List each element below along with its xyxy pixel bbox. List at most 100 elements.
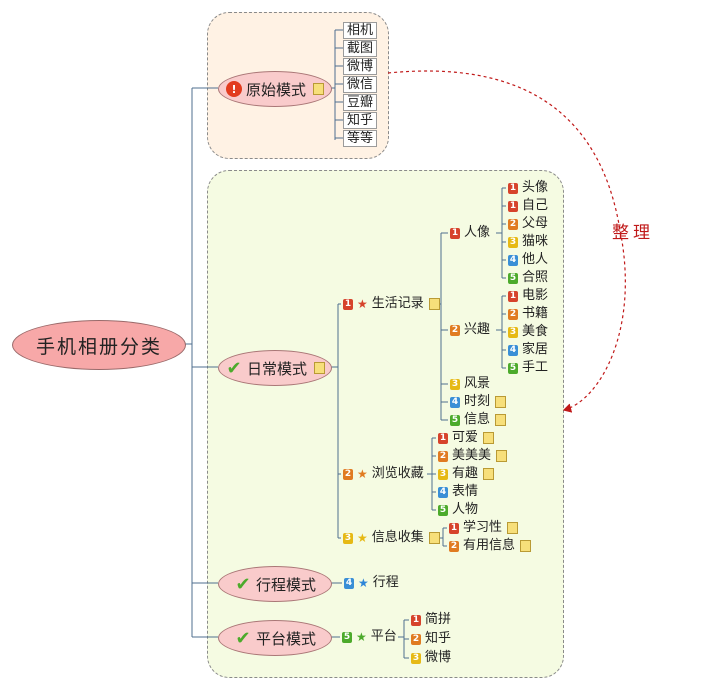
node-platform[interactable]: 5 ★ 平台 bbox=[340, 629, 399, 645]
priority-icon: 4 bbox=[508, 254, 518, 266]
node-label: 时刻 bbox=[464, 394, 491, 409]
node-label: 美食 bbox=[522, 324, 549, 339]
list-item[interactable]: 4 时刻 bbox=[448, 394, 508, 410]
note-icon bbox=[507, 522, 519, 534]
topic-platform[interactable]: ✔ 平台模式 bbox=[218, 620, 332, 656]
priority-icon: 2 bbox=[508, 218, 518, 230]
node-life-record[interactable]: 1 ★ 生活记录 bbox=[341, 296, 442, 312]
node-label: 信息 bbox=[464, 412, 491, 427]
list-item[interactable]: 5 合照 bbox=[506, 270, 550, 286]
priority-icon: 3 bbox=[343, 532, 353, 544]
node-label: 有趣 bbox=[452, 466, 479, 481]
topic-trip-label: 行程模式 bbox=[255, 575, 316, 594]
note-icon bbox=[520, 540, 532, 552]
list-item[interactable]: 4 他人 bbox=[506, 252, 550, 268]
priority-icon: 1 bbox=[449, 522, 459, 534]
node-label: 书籍 bbox=[522, 306, 549, 321]
topic-original[interactable]: ! 原始模式 bbox=[218, 71, 332, 107]
priority-icon: 3 bbox=[438, 468, 448, 480]
list-item[interactable]: 2 书籍 bbox=[506, 306, 550, 322]
list-item[interactable]: 1 简拼 bbox=[409, 612, 453, 628]
node-label: 家居 bbox=[522, 342, 549, 357]
star-icon: ★ bbox=[357, 467, 368, 481]
star-icon: ★ bbox=[358, 576, 369, 590]
node-label: 平台 bbox=[370, 629, 397, 644]
list-item[interactable]: 4 家居 bbox=[506, 342, 550, 358]
priority-icon: 2 bbox=[450, 324, 460, 336]
node-label: 父母 bbox=[522, 216, 549, 231]
star-icon: ★ bbox=[356, 630, 367, 644]
check-icon: ✔ bbox=[235, 627, 251, 649]
node-label: 合照 bbox=[522, 270, 549, 285]
priority-icon: 3 bbox=[450, 378, 460, 390]
priority-icon: 2 bbox=[411, 633, 421, 645]
original-item[interactable]: 知乎 bbox=[343, 112, 378, 129]
check-icon: ✔ bbox=[226, 357, 242, 379]
original-item[interactable]: 相机 bbox=[343, 22, 378, 39]
node-label: 简拼 bbox=[425, 612, 452, 627]
original-item[interactable]: 微博 bbox=[343, 58, 378, 75]
node-interest[interactable]: 2 兴趣 bbox=[448, 322, 492, 338]
topic-trip[interactable]: ✔ 行程模式 bbox=[218, 566, 332, 602]
node-label: 人物 bbox=[452, 502, 479, 517]
original-item[interactable]: 等等 bbox=[343, 130, 378, 147]
original-item[interactable]: 豆瓣 bbox=[343, 94, 378, 111]
note-icon bbox=[314, 362, 325, 374]
list-item[interactable]: 1 可爱 bbox=[436, 430, 496, 446]
node-browse[interactable]: 2 ★ 浏览收藏 bbox=[341, 466, 426, 482]
node-label: 电影 bbox=[522, 288, 549, 303]
node-label: 浏览收藏 bbox=[371, 466, 424, 481]
node-label: 美美美 bbox=[452, 448, 492, 463]
node-label: 风景 bbox=[464, 376, 491, 391]
node-portrait[interactable]: 1 人像 bbox=[448, 225, 492, 241]
priority-icon: 1 bbox=[438, 432, 448, 444]
priority-icon: 3 bbox=[508, 326, 518, 338]
original-item[interactable]: 截图 bbox=[343, 40, 378, 57]
list-item[interactable]: 3 有趣 bbox=[436, 466, 496, 482]
priority-icon: 2 bbox=[343, 468, 353, 480]
list-item[interactable]: 5 手工 bbox=[506, 360, 550, 376]
relation-label[interactable]: 整理 bbox=[612, 223, 654, 243]
node-label: 知乎 bbox=[425, 631, 452, 646]
node-label: 猫咪 bbox=[522, 234, 549, 249]
original-item[interactable]: 微信 bbox=[343, 76, 378, 93]
list-item[interactable]: 2 知乎 bbox=[409, 631, 453, 647]
node-info[interactable]: 3 ★ 信息收集 bbox=[341, 530, 442, 546]
priority-icon: 2 bbox=[508, 308, 518, 320]
list-item[interactable]: 3 美食 bbox=[506, 324, 550, 340]
priority-icon: 4 bbox=[344, 577, 354, 589]
list-item[interactable]: 3 风景 bbox=[448, 376, 492, 392]
priority-icon: 4 bbox=[508, 344, 518, 356]
priority-icon: 4 bbox=[450, 396, 460, 408]
node-label: 手工 bbox=[522, 360, 549, 375]
priority-icon: 3 bbox=[411, 652, 421, 664]
priority-icon: 1 bbox=[411, 614, 421, 626]
priority-icon: 2 bbox=[449, 540, 459, 552]
node-trip[interactable]: 4 ★ 行程 bbox=[342, 575, 401, 591]
topic-original-label: 原始模式 bbox=[245, 80, 306, 99]
node-label: 生活记录 bbox=[371, 296, 424, 311]
note-icon bbox=[313, 83, 324, 95]
list-item[interactable]: 5 信息 bbox=[448, 412, 508, 428]
star-icon: ★ bbox=[357, 297, 368, 311]
node-label: 他人 bbox=[522, 252, 549, 267]
node-label: 兴趣 bbox=[464, 322, 491, 337]
priority-icon: 5 bbox=[508, 272, 518, 284]
list-item[interactable]: 2 父母 bbox=[506, 216, 550, 232]
star-icon: ★ bbox=[357, 531, 368, 545]
node-label: 人像 bbox=[464, 225, 491, 240]
root-topic[interactable]: 手机相册分类 bbox=[12, 320, 186, 370]
node-label: 可爱 bbox=[452, 430, 479, 445]
topic-daily[interactable]: ✔ 日常模式 bbox=[218, 350, 332, 386]
priority-icon: 5 bbox=[508, 362, 518, 374]
